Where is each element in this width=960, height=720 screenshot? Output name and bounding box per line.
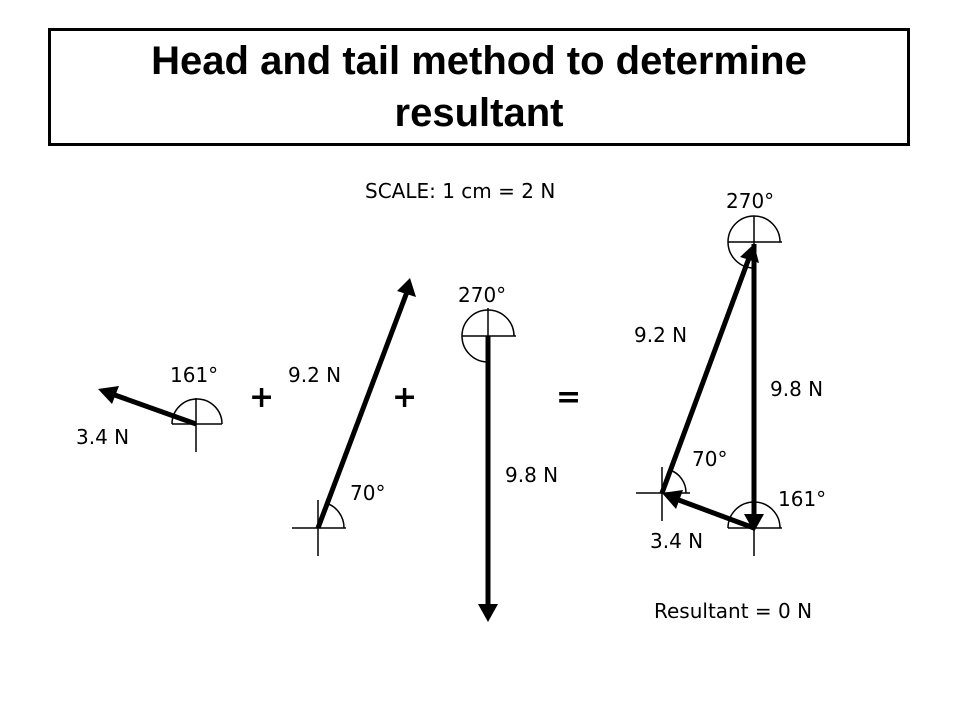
sum-angle-161-label: 161° <box>778 487 826 511</box>
vector-b-angle-arc <box>325 502 345 529</box>
plus-operator-2: + <box>392 380 417 415</box>
sum-vector-34-shaft <box>675 496 755 531</box>
vector-a-magnitude-label: 3.4 N <box>76 425 129 449</box>
sum-magnitude-92-label: 9.2 N <box>634 323 687 347</box>
vector-b-shaft <box>315 291 410 529</box>
title-box: Head and tail method to determine result… <box>48 28 910 146</box>
sum-vector-92-shaft <box>659 257 752 494</box>
vector-b-magnitude-label: 9.2 N <box>288 363 341 387</box>
sum-top-protractor <box>727 215 781 269</box>
vector-a-angle-label: 161° <box>170 363 218 387</box>
sum-vector-34-arrowhead <box>662 490 683 509</box>
vector-a-arrowhead <box>98 386 119 404</box>
sum-angle-270-label: 270° <box>726 189 774 213</box>
vector-c: 270° 9.8 N <box>458 283 558 622</box>
vector-c-magnitude-label: 9.8 N <box>505 463 558 487</box>
scale-label: SCALE: 1 cm = 2 N <box>365 179 555 203</box>
vector-b: 9.2 N 70° <box>288 278 416 556</box>
vector-a-shaft <box>111 391 197 427</box>
vector-b-angle-label: 70° <box>350 481 385 505</box>
vector-c-angle-label: 270° <box>458 283 506 307</box>
equals-operator: = <box>556 380 581 415</box>
vector-c-protractor <box>461 309 515 363</box>
sum-magnitude-98-label: 9.8 N <box>770 377 823 401</box>
vector-a: 161° 3.4 N <box>76 363 223 452</box>
plus-operator-1: + <box>249 380 274 415</box>
vector-b-arrowhead <box>397 278 416 297</box>
page-title: Head and tail method to determine result… <box>151 39 807 135</box>
sum-left-angle-arc <box>669 469 687 494</box>
sum-triangle: 270° 9.2 N 9.8 N 70° 161° 3.4 N Resultan… <box>634 189 826 623</box>
vector-c-arrowhead <box>478 604 498 622</box>
resultant-label: Resultant = 0 N <box>654 599 812 623</box>
sum-magnitude-34-label: 3.4 N <box>650 529 703 553</box>
sum-angle-70-label: 70° <box>692 447 727 471</box>
